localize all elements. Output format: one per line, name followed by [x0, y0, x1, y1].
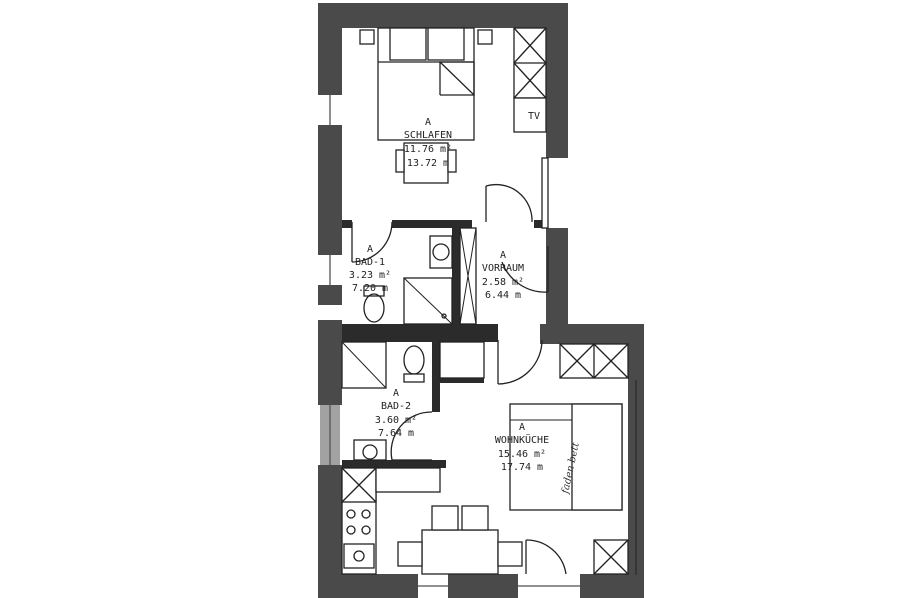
bad2-area1: 3.60 m²: [375, 415, 417, 426]
bad1-a: A: [367, 244, 373, 255]
label-bad1: A BAD-1 3.23 m² 7.20 m: [349, 244, 391, 294]
bad1-area2: 7.20 m: [352, 283, 388, 294]
vorraum-a: A: [500, 250, 506, 261]
interior-walls: [342, 220, 548, 468]
windows: [320, 95, 637, 587]
label-wohnkueche: A WOHNKÜCHE 15.46 m² 17.74 m: [495, 422, 549, 473]
wohnkueche-area2: 17.74 m: [501, 462, 543, 473]
vorraum-name: VORRAUM: [482, 263, 524, 274]
bad2-furniture: [341, 341, 485, 461]
outer-walls: [318, 3, 644, 598]
schlafen-a: A: [425, 117, 431, 128]
wohnkueche-a: A: [519, 422, 525, 433]
label-schlafen: A SCHLAFEN 11.76 m² 13.72 m: [404, 117, 452, 169]
bad1-name: BAD-1: [355, 257, 385, 268]
wohnkueche-area1: 15.46 m²: [498, 449, 546, 460]
vorraum-area2: 6.44 m: [485, 290, 521, 301]
tv-label-bedroom: TV: [528, 111, 540, 122]
schlafen-area1: 11.76 m²: [404, 144, 452, 155]
wohnkueche-furniture: [341, 343, 629, 575]
bad2-name: BAD-2: [381, 401, 411, 412]
bad1-furniture: [363, 227, 477, 325]
doors: [351, 183, 567, 575]
schlafen-name: SCHLAFEN: [404, 130, 452, 141]
bad2-area2: 7.64 m: [378, 428, 414, 439]
schlafen-furniture: [359, 27, 549, 229]
label-bad2: A BAD-2 3.60 m² 7.64 m: [375, 388, 417, 439]
bad2-a: A: [393, 388, 399, 399]
vorraum-area1: 2.58 m²: [482, 277, 524, 288]
wohnkueche-name: WOHNKÜCHE: [495, 433, 549, 446]
bad1-area1: 3.23 m²: [349, 270, 391, 281]
schlafen-area2: 13.72 m: [407, 158, 449, 169]
label-vorraum: A VORRAUM 2.58 m² 6.44 m: [482, 250, 524, 301]
